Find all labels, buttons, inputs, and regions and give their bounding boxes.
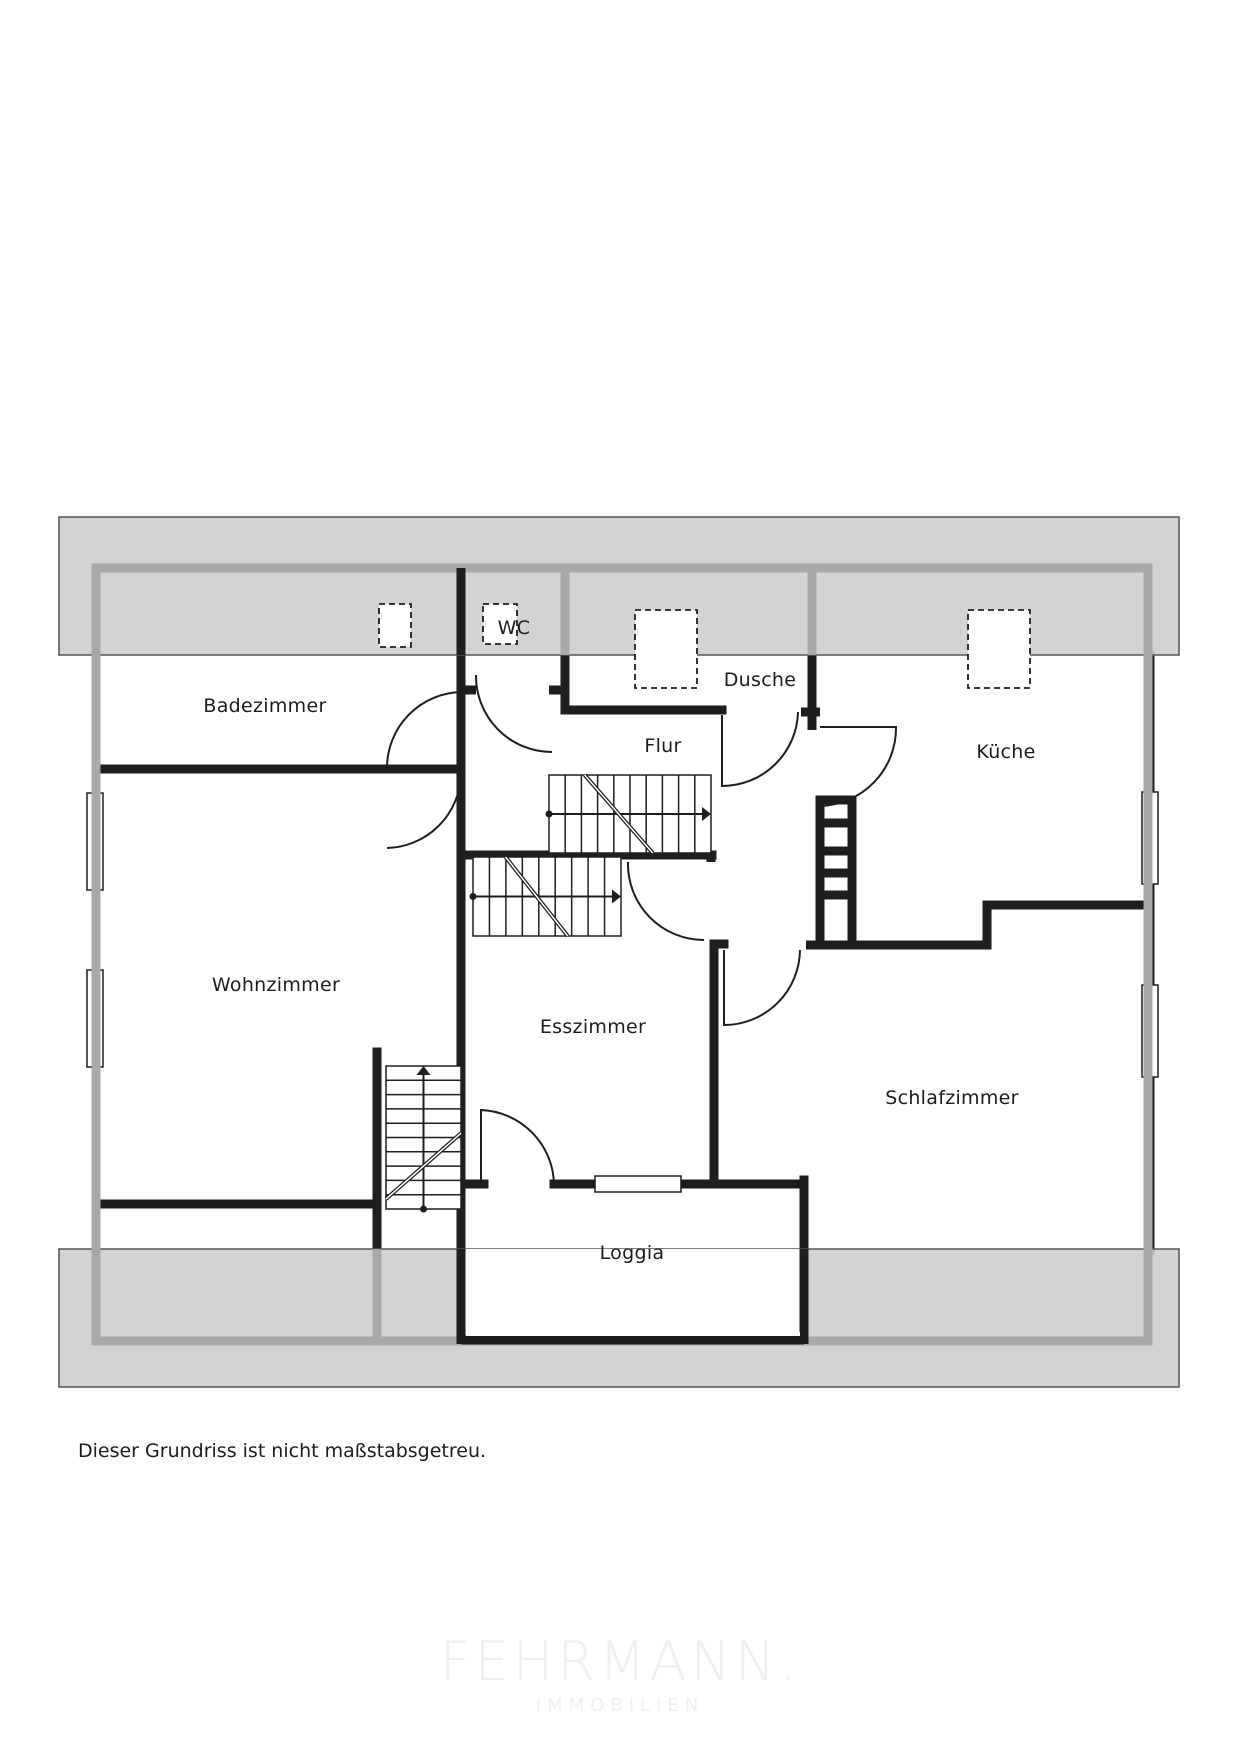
brand-subtitle: IMMOBILIEN xyxy=(535,1695,705,1716)
stair-cut-line-inner xyxy=(385,1132,462,1200)
door-swing xyxy=(386,774,462,849)
roof-overlay xyxy=(58,516,1180,1388)
door-swing xyxy=(721,711,799,788)
skylight xyxy=(482,603,518,645)
door-swing xyxy=(386,691,462,769)
room-label-flur: Flur xyxy=(644,735,682,757)
room-label-kche: Küche xyxy=(976,741,1036,763)
stair-start-dot xyxy=(545,810,553,818)
stair-arrow-icon xyxy=(702,807,711,821)
skylight xyxy=(967,609,1031,689)
stair-cut-line-inner xyxy=(504,856,569,937)
stair-cut-line-inner xyxy=(584,774,654,854)
room-label-esszimmer: Esszimmer xyxy=(539,1016,647,1038)
brand-watermark: FEHRMANN. IMMOBILIEN xyxy=(440,1630,801,1716)
stair-arrow-icon xyxy=(612,889,621,904)
brand-logo-text: FEHRMANN. xyxy=(439,1630,801,1693)
loggia-clear xyxy=(466,1332,800,1336)
skylight xyxy=(378,603,412,648)
stair-start-dot xyxy=(420,1205,427,1213)
room-label-schlafzimmer: Schlafzimmer xyxy=(885,1087,1019,1109)
door-swing xyxy=(474,674,553,753)
room-label-wc: WC xyxy=(497,617,531,639)
room-label-dusche: Dusche xyxy=(723,669,797,691)
door-swing xyxy=(819,726,898,807)
door-swings xyxy=(386,674,898,1185)
room-label-badezimmer: Badezimmer xyxy=(203,695,327,717)
stair-arrow-icon xyxy=(416,1066,431,1075)
door-swing xyxy=(480,1108,555,1185)
scale-disclaimer: Dieser Grundriss ist nicht maßstabsgetre… xyxy=(78,1440,487,1462)
stair-start-dot xyxy=(469,893,477,900)
loggia-floor xyxy=(465,1249,800,1336)
room-label-wohnzimmer: Wohnzimmer xyxy=(211,974,341,996)
door-swing xyxy=(626,861,705,941)
staircases xyxy=(384,773,712,1213)
door-swing xyxy=(723,949,801,1027)
room-label-loggia: Loggia xyxy=(599,1242,665,1264)
window xyxy=(594,1175,682,1193)
skylight xyxy=(634,609,698,689)
